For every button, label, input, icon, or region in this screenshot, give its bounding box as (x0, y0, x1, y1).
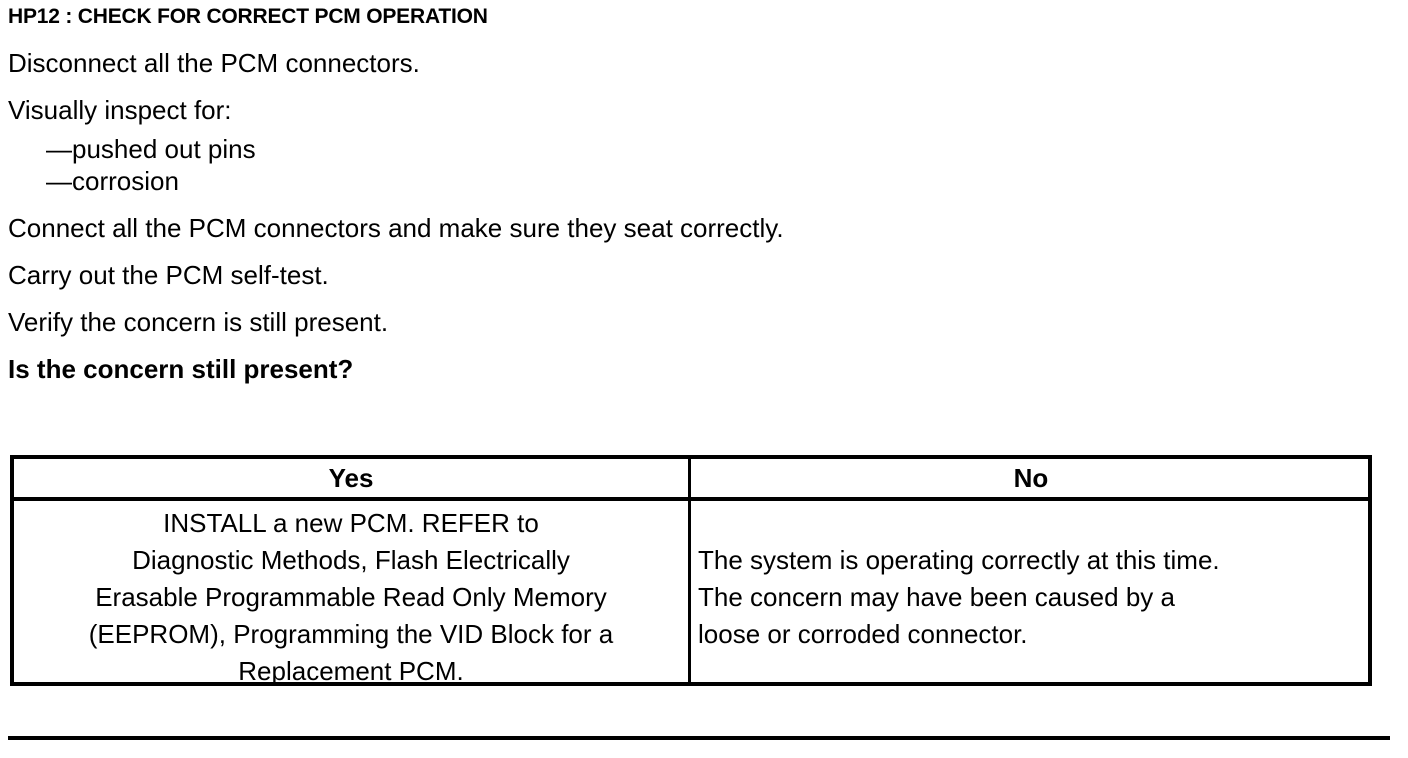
step-line-verify-concern: Verify the concern is still present. (8, 307, 389, 337)
decision-table: Yes No INSTALL a new PCM. REFER to Diagn… (10, 455, 1372, 686)
table-body-row: INSTALL a new PCM. REFER to Diagnostic M… (14, 501, 1368, 686)
yes-action-line: Erasable Programmable Read Only Memory (95, 582, 607, 612)
page-title: HP12 : CHECK FOR CORRECT PCM OPERATION (8, 5, 488, 28)
table-cell-yes: INSTALL a new PCM. REFER to Diagnostic M… (14, 501, 691, 686)
step-line-connect: Connect all the PCM connectors and make … (8, 213, 784, 243)
step-line-corrosion: —corrosion (46, 166, 179, 196)
yes-action-line: (EEPROM), Programming the VID Block for … (88, 619, 614, 649)
procedure-steps-list: Disconnect all the PCM connectors. Visua… (8, 48, 1398, 401)
column-header-no-label: No (1013, 463, 1049, 493)
step-line-visually-inspect: Visually inspect for: (8, 95, 232, 125)
no-action-line: loose or corroded connector. (698, 619, 1028, 649)
yes-action-line: Diagnostic Methods, Flash Electrically (132, 545, 570, 575)
yes-action-line: INSTALL a new PCM. REFER to (163, 508, 539, 538)
no-action-line: The concern may have been caused by a (698, 582, 1175, 612)
table-cell-no: The system is operating correctly at thi… (694, 501, 1368, 682)
no-action-line: The system is operating correctly at thi… (698, 545, 1220, 575)
step-line-disconnect: Disconnect all the PCM connectors. (8, 48, 420, 78)
step-line-pushed-out-pins: —pushed out pins (46, 134, 256, 164)
no-action-text: The system is operating correctly at thi… (694, 501, 1368, 653)
column-header-yes-label: Yes (328, 463, 374, 493)
table-header-cell-yes: Yes (14, 459, 691, 497)
yes-action-text: INSTALL a new PCM. REFER to Diagnostic M… (14, 501, 688, 690)
table-header-cell-no: No (694, 459, 1368, 497)
yes-action-line: Replacement PCM. (238, 656, 464, 686)
step-line-self-test: Carry out the PCM self-test. (8, 260, 329, 290)
table-header-row: Yes No (14, 459, 1368, 501)
decision-question: Is the concern still present? (8, 354, 354, 384)
footer-divider-rule (8, 736, 1390, 740)
